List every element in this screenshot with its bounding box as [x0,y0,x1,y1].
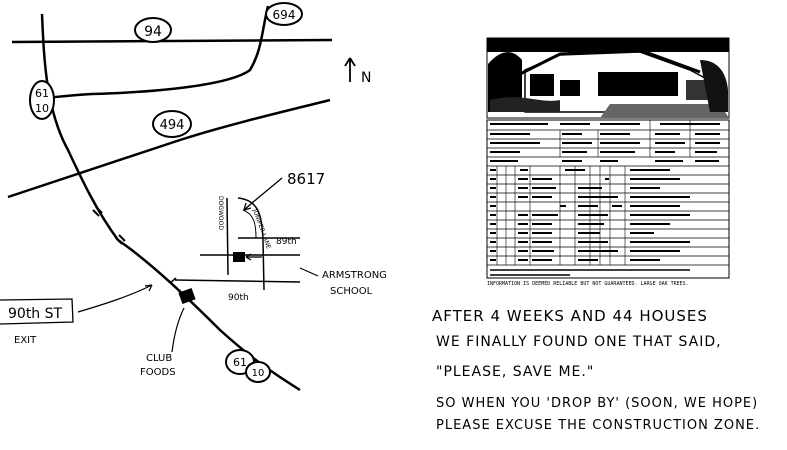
shield-61-10-top: 61 10 [29,80,55,120]
address-number: 8617 [287,170,325,188]
exit-box-label: 90th ST [8,306,63,322]
street-90th [174,279,301,283]
north-arrow-icon: N [344,57,371,86]
shield-61-bottom-label: 61 [233,356,247,369]
street-89th-label: 89th [276,237,297,247]
shield-61-top-label: 61 [35,87,49,100]
street-90th-label: 90th [228,293,249,303]
shield-694-label: 694 [273,8,296,22]
listing-footer: INFORMATION IS DEEMED RELIABLE BUT NOT G… [487,281,689,287]
street-dogwood-label: DOGWOOD [217,196,224,230]
shield-61-10-bottom: 61 10 [225,349,271,383]
highway-694-line [37,5,270,102]
street-juniper-label: JUNIPER LANE [251,207,272,250]
school-label-1: ARMSTRONG [322,270,387,281]
school-label-2: SCHOOL [330,286,373,297]
road-hash-marks [92,206,126,245]
message-line-3: "PLEASE, SAVE ME." [436,364,595,380]
exit-label: EXIT [14,335,37,346]
store-arrow [171,307,185,353]
house-arrowhead [245,253,252,261]
address-arrow [243,177,283,211]
message-line-4: SO WHEN YOU 'DROP BY' (SOON, WE HOPE) [436,396,759,411]
listing-sheet: INFORMATION IS DEEMED RELIABLE BUT NOT G… [486,37,730,287]
exit-arrowhead [144,284,153,292]
school-arrow [299,267,319,277]
house-photo [486,37,730,119]
message-line-2: WE FINALLY FOUND ONE THAT SAID, [436,334,722,350]
highway-61-line [40,13,120,241]
shield-494: 494 [152,110,192,138]
store-marker [178,287,196,305]
message-line-5: PLEASE EXCUSE THE CONSTRUCTION ZONE. [436,418,761,433]
store-label-1: CLUB [146,353,172,364]
north-label: N [361,70,371,86]
shield-494-label: 494 [160,118,185,133]
shield-10-top-label: 10 [35,102,49,115]
highway-494-line [7,98,331,199]
highway-94-line [11,38,333,44]
street-inner-curve [242,209,257,239]
exit-arrow [77,284,153,313]
shield-694: 694 [265,2,303,26]
shield-94: 94 [134,17,172,43]
address-arrowhead [243,202,252,211]
house-marker [233,252,245,262]
shield-10-bottom-label: 10 [252,368,265,379]
store-label-2: FOODS [140,367,176,378]
exit-box: 90th ST [0,298,74,325]
shield-94-label: 94 [144,24,162,40]
street-lower-stub [169,277,177,284]
street-dogwood [226,197,229,276]
street-juniper-curve [237,197,265,291]
message-line-1: AFTER 4 WEEKS AND 44 HOUSES [432,307,708,325]
